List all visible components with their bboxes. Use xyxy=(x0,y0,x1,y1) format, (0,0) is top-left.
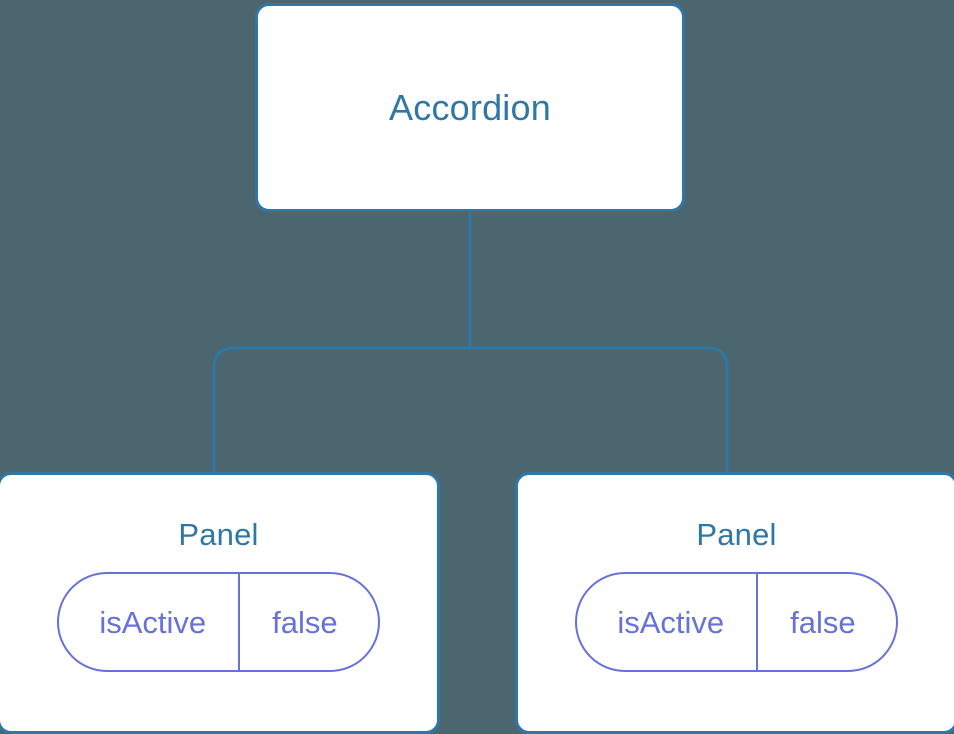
prop-pill-left-key: isActive xyxy=(99,604,207,640)
prop-pill-left[interactable]: isActive false xyxy=(57,572,380,672)
connector-bus xyxy=(212,346,729,472)
node-panel-right-label: Panel xyxy=(696,517,777,552)
prop-pill-right-value: false xyxy=(756,574,895,670)
prop-pill-right-key: isActive xyxy=(617,604,725,640)
node-accordion[interactable]: Accordion xyxy=(255,3,685,212)
node-accordion-label: Accordion xyxy=(389,86,551,128)
node-panel-right[interactable]: Panel isActive false xyxy=(515,472,954,734)
prop-pill-right[interactable]: isActive false xyxy=(575,572,898,672)
node-panel-left[interactable]: Panel isActive false xyxy=(0,472,440,734)
prop-pill-left-value: false xyxy=(238,574,377,670)
node-panel-left-label: Panel xyxy=(178,517,259,552)
